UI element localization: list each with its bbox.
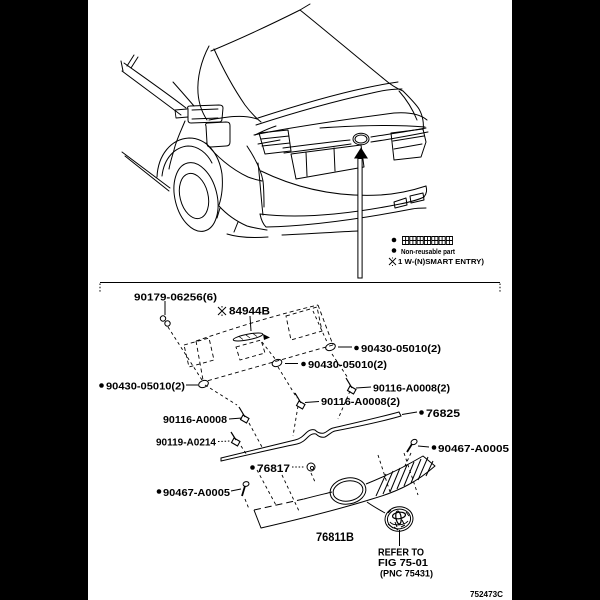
svg-text:(PNC 75431): (PNC 75431) [380, 569, 433, 579]
svg-text:90467-A0005: 90467-A0005 [438, 444, 510, 455]
svg-text:90116-A0008: 90116-A0008 [163, 415, 227, 426]
svg-text:90467-A0005: 90467-A0005 [163, 488, 230, 499]
svg-text:90430-05010(2): 90430-05010(2) [308, 360, 387, 371]
svg-text:76811B: 76811B [316, 532, 354, 544]
svg-text:84944B: 84944B [229, 306, 270, 318]
svg-text:76825: 76825 [426, 408, 460, 420]
svg-text:90179-06256(6): 90179-06256(6) [134, 293, 217, 304]
svg-text:90430-05010(2): 90430-05010(2) [361, 344, 441, 355]
svg-text:76817: 76817 [257, 463, 290, 475]
svg-text:90116-A0008(2): 90116-A0008(2) [321, 397, 400, 408]
svg-text:1 W-(N)SMART ENTRY): 1 W-(N)SMART ENTRY) [398, 257, 484, 266]
svg-text:Non-reusable part: Non-reusable part [401, 247, 455, 256]
svg-text:FIG 75-01: FIG 75-01 [378, 558, 428, 569]
svg-text:REFER TO: REFER TO [378, 548, 424, 559]
svg-text:752473C: 752473C [470, 589, 503, 599]
svg-text:90119-A0214: 90119-A0214 [156, 438, 216, 449]
svg-text:90430-05010(2): 90430-05010(2) [106, 382, 185, 393]
svg-text:90116-A0008(2): 90116-A0008(2) [373, 384, 450, 395]
